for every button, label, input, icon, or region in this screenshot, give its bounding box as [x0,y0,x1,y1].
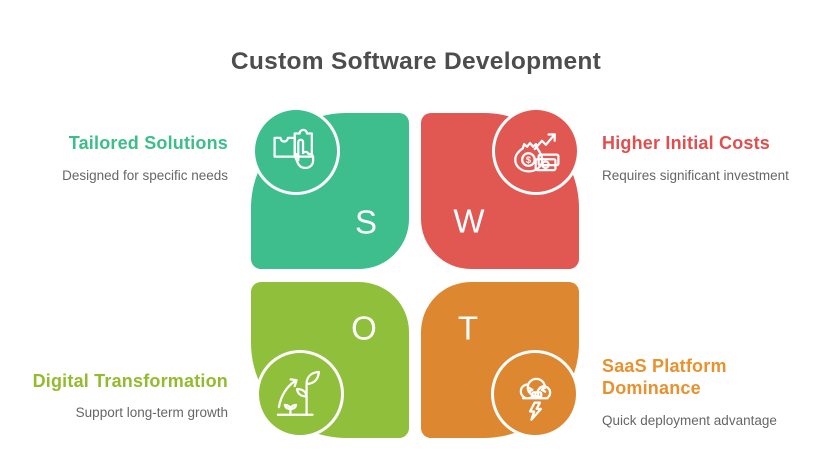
letter-threat: T [457,309,479,347]
weakness-label: Higher Initial Costs [602,133,771,153]
page-title: Custom Software Development [230,48,602,75]
opportunity-text-block: Digital Transformation Support long-term… [33,371,228,421]
icon-circle-threat [491,350,579,438]
icon-circle-weakness: $ [492,107,580,195]
icon-circle-strength [252,107,340,195]
opportunity-description: Support long-term growth [75,404,228,420]
strength-text-block: Tailored Solutions Designed for specific… [62,133,228,184]
threat-label: SaaS Platform Dominance [602,356,727,398]
puzzle-click-icon [273,128,315,170]
weakness-text-block: Higher Initial Costs Requires significan… [602,133,789,184]
weakness-description: Requires significant investment [602,167,789,183]
threat-text-block: SaaS Platform Dominance Quick deployment… [602,356,777,429]
letter-opportunity: O [351,309,377,347]
opportunity-label: Digital Transformation [32,371,228,391]
angry-storm-cloud-icon [519,377,552,421]
strength-description: Designed for specific needs [62,167,228,183]
icon-circle-opportunity [256,350,344,438]
plant-growth-arrow-icon [276,370,320,416]
letter-strength: S [354,203,378,241]
money-bag-growth-icon: $ [514,133,560,173]
threat-description: Quick deployment advantage [602,412,777,428]
svg-text:$: $ [526,155,531,165]
strength-label: Tailored Solutions [68,133,228,153]
letter-weakness: W [453,202,485,240]
